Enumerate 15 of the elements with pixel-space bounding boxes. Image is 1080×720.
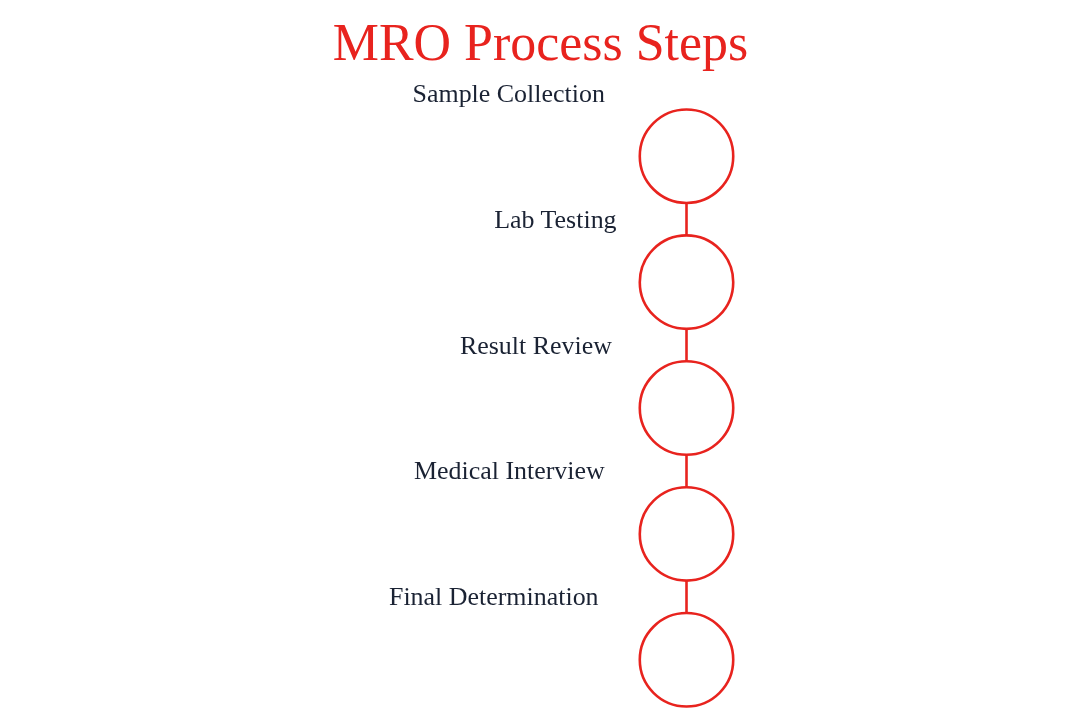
node-circle [638, 108, 735, 205]
node-circle [638, 360, 735, 457]
connector [684, 203, 688, 236]
connector [684, 329, 688, 361]
node-circle [638, 611, 735, 708]
connector [684, 580, 688, 613]
diagram-title: MRO Process Steps [332, 14, 748, 72]
node-label: Final Determination [388, 582, 599, 612]
node-label: Medical Interview [413, 456, 605, 486]
node-label: Sample Collection [412, 78, 605, 108]
node-label: Lab Testing [493, 204, 617, 234]
node-circle [638, 234, 735, 331]
connector [684, 454, 688, 487]
node-circle [638, 485, 735, 582]
node-label: Result Review [459, 330, 612, 360]
